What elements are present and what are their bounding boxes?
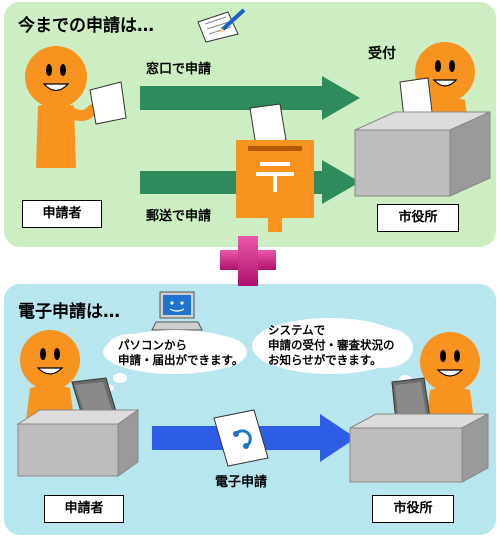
reception-desk-icon	[354, 111, 491, 197]
counter-arrow	[140, 76, 360, 120]
pc-bubble-line: 申請・届出ができます。	[118, 353, 244, 367]
applicant-desk-icon	[16, 409, 140, 477]
plus-icon	[220, 236, 276, 286]
electronic-title: 電子申請は…	[18, 302, 120, 322]
counter-application-label: 窓口で申請	[146, 62, 212, 77]
system-bubble-line: お知らせができます。	[268, 353, 382, 367]
mail-application-label: 郵送で申請	[146, 209, 212, 224]
cityhall-box-bottom: 市役所	[372, 495, 454, 523]
cityhall-laptop-person-icon	[391, 332, 480, 423]
applicant-box: 申請者	[22, 200, 102, 228]
applicant-person-icon	[25, 46, 127, 168]
mailbox-icon	[236, 103, 314, 232]
system-bubble-text: システムで 申請の受付・審査状況の お知らせができます。	[268, 323, 395, 368]
electronic-application-label: 電子申請	[215, 475, 268, 490]
pc-bubble-line: パソコンから	[118, 338, 187, 352]
pc-speech-bubble	[103, 330, 247, 391]
system-bubble-line: 申請の受付・審査状況の	[268, 338, 395, 352]
notepad-pencil-icon	[197, 8, 246, 43]
cityhall-desk-icon	[349, 413, 489, 483]
traditional-title: 今までの申請は…	[18, 16, 154, 36]
applicant-laptop-person-icon	[20, 330, 119, 423]
pc-bubble-text: パソコンから 申請・届出ができます。	[118, 338, 243, 368]
reception-label: 受付	[368, 46, 396, 62]
system-speech-bubble	[252, 318, 420, 393]
cityhall-box: 市役所	[377, 204, 459, 232]
computer-icon	[151, 291, 203, 331]
electronic-document-icon	[213, 409, 269, 467]
system-bubble-line: システムで	[268, 323, 326, 337]
applicant-box-bottom: 申請者	[44, 495, 124, 523]
